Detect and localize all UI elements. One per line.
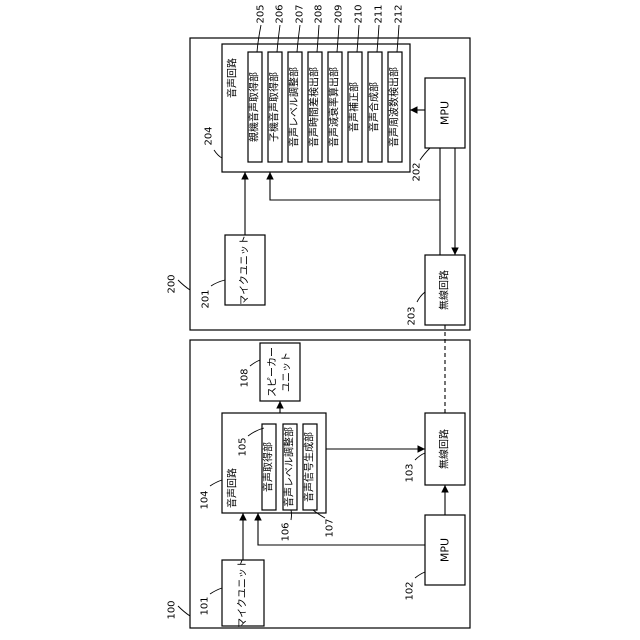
unit-206-ref: 206 (275, 4, 286, 23)
wire-203-to-204 (270, 172, 440, 255)
audio-circuit-204-ref: 204 (204, 126, 215, 145)
device-200-leader (178, 280, 190, 290)
wireless-203-leader (417, 292, 425, 302)
unit-207-ref: 207 (295, 4, 306, 23)
unit-209-label: 音声減衰率算出部 (328, 67, 341, 147)
unit-208-label: 音声時間差検出部 (308, 67, 321, 147)
device-100: 100 音声回路 104 音声取得部 音声レベル調整部 音声信号生成部 105 … (167, 340, 471, 628)
unit-211-label: 音声合成部 (368, 82, 381, 132)
unit-106-label: 音声レベル調整部 (283, 427, 296, 507)
mic-201-ref: 201 (201, 289, 212, 308)
unit-106-ref: 106 (281, 522, 292, 541)
mpu-102-leader (415, 572, 425, 578)
wireless-203-ref: 203 (407, 306, 418, 325)
unit-208-ref: 208 (314, 4, 325, 23)
wireless-103-ref: 103 (405, 463, 416, 482)
device-100-ref: 100 (167, 600, 178, 619)
mic-201-label: マイクユニット (239, 235, 251, 305)
device-200: 200 音声回路 204 親機音声取得部 子機音声取得部 音声レベル調整部 音声… (167, 4, 471, 330)
mic-201-leader (211, 280, 225, 286)
unit-205-ref: 205 (256, 4, 267, 23)
unit-205-label: 親機音声取得部 (248, 72, 261, 142)
unit-210-label: 音声補正部 (348, 82, 361, 132)
speaker-108-ref: 108 (240, 368, 251, 387)
mpu-202-leader (420, 148, 430, 160)
unit-206-label: 子機音声取得部 (268, 72, 281, 142)
unit-107-label: 音声信号生成部 (303, 432, 316, 502)
unit-212-ref: 212 (394, 4, 405, 23)
unit-210-ref: 210 (354, 4, 365, 23)
unit-207-label: 音声レベル調整部 (288, 67, 301, 147)
unit-212-label: 音声周波数検出部 (388, 67, 401, 147)
wireless-103-leader (415, 453, 425, 460)
mpu-102-label: MPU (439, 538, 452, 562)
device-100-leader (178, 606, 190, 616)
speaker-108-leader (250, 360, 260, 366)
audio-circuit-104-ref: 104 (200, 490, 211, 509)
mic-101-ref: 101 (200, 596, 211, 615)
mpu-202-ref: 202 (412, 162, 423, 181)
unit-105-label: 音声取得部 (262, 442, 275, 492)
audio-circuit-104-label: 音声回路 (226, 468, 239, 508)
speaker-108-label-line2: ユニット (282, 352, 293, 392)
unit-209-ref: 209 (334, 4, 345, 23)
unit-211-ref: 211 (374, 4, 385, 23)
mpu-102-ref: 102 (405, 581, 416, 600)
speaker-108 (260, 343, 300, 401)
audio-circuit-104-leader (210, 480, 222, 486)
mic-101-label: マイクユニット (237, 558, 249, 628)
unit-106-leader (291, 510, 292, 520)
audio-circuit-204-leader (214, 150, 222, 158)
audio-circuit-204-label: 音声回路 (226, 58, 239, 98)
device-200-ref: 200 (167, 274, 178, 293)
wireless-203-label: 無線回路 (438, 270, 451, 310)
wireless-103-label: 無線回路 (438, 429, 451, 469)
mpu-202-label: MPU (439, 101, 452, 125)
speaker-108-label-line1: スピーカー (267, 347, 279, 397)
mic-101-leader (210, 588, 222, 594)
unit-107-ref: 107 (325, 518, 336, 537)
unit-105-ref: 105 (238, 437, 249, 456)
